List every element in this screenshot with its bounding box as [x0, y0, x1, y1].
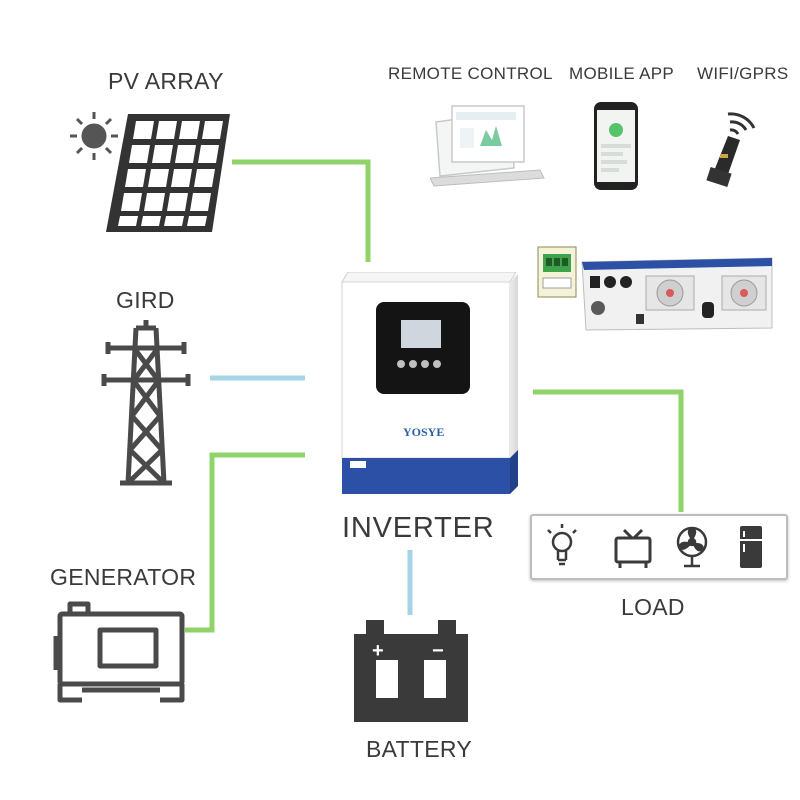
battery-positive-terminal: +: [372, 640, 384, 662]
generator-link-line: [185, 452, 305, 633]
tv-icon: [614, 528, 652, 568]
inverter-lcd-screen: [401, 320, 441, 348]
mobile-app-label: MOBILE APP: [569, 64, 675, 83]
wifi-gprs-label: WIFI/GPRS: [697, 64, 789, 83]
load-link-line: [533, 389, 684, 512]
generator-label: GENERATOR: [50, 564, 197, 590]
fridge-icon: [740, 526, 762, 568]
wifi-dongle-icon: [706, 112, 756, 188]
battery-icon: + −: [354, 620, 468, 722]
load-devices-panel: [530, 514, 788, 580]
inverter-label: INVERTER: [342, 512, 495, 544]
sun-icon: [70, 112, 118, 160]
inverter-back-panel: [581, 257, 773, 331]
warning-sticker: [350, 461, 366, 468]
pv-array-label: PV ARRAY: [108, 68, 224, 94]
inverter-unit: YOSYE: [338, 271, 520, 494]
pv-link-line: [232, 159, 371, 262]
inverter-logo: YOSYE: [403, 425, 444, 439]
dry-contact-terminal: [537, 246, 577, 298]
fan-icon: [676, 526, 708, 568]
laptop-icon: [430, 105, 545, 187]
smartphone-icon: [594, 102, 638, 190]
power-tower-icon: [101, 320, 191, 486]
battery-label: BATTERY: [366, 736, 473, 762]
battery-negative-terminal: −: [432, 640, 444, 662]
remote-control-label: REMOTE CONTROL: [388, 64, 553, 83]
inverter-buttons: [397, 360, 441, 368]
load-label: LOAD: [621, 594, 685, 620]
solar-panel-icon: [70, 112, 230, 232]
inverter-body: YOSYE: [341, 271, 518, 494]
grid-label: GIRD: [116, 287, 175, 313]
load-devices: [547, 524, 762, 568]
lightbulb-icon: [547, 524, 577, 566]
generator-icon: [53, 601, 185, 703]
